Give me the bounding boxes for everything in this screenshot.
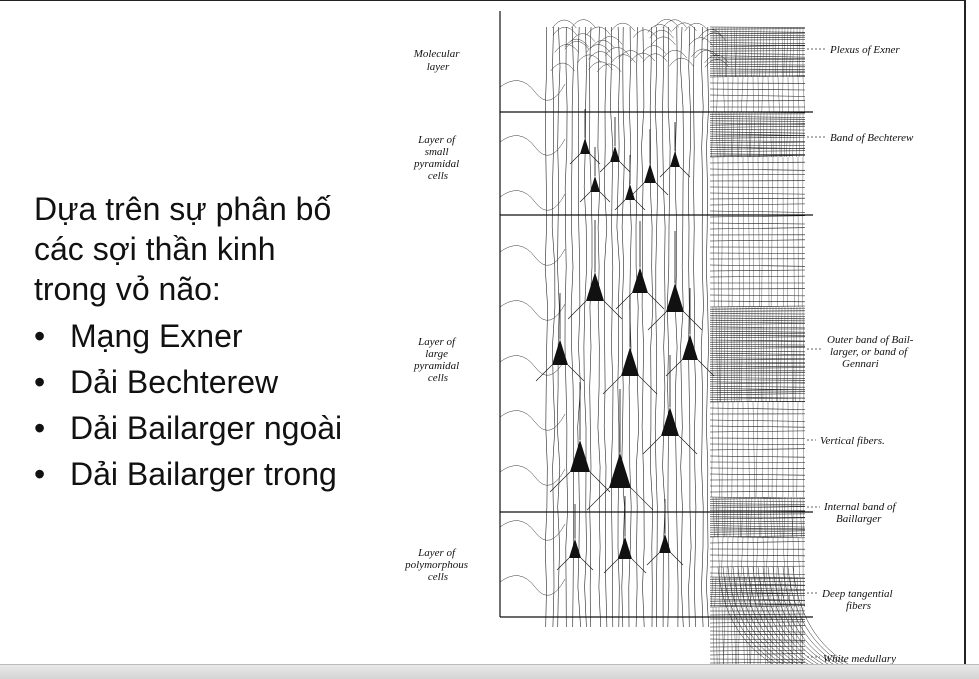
left-label-molecular: Molecular layer xyxy=(413,48,463,73)
label-leaders xyxy=(807,49,826,657)
right-label-outer-bailarger: Outer band of Bail- larger, or band of G… xyxy=(827,334,916,370)
bullet-icon: • xyxy=(34,359,45,405)
bullet-item: • Dải Bechterew xyxy=(34,359,394,405)
slide-text: Dựa trên sự phân bố các sợi thần kinh tr… xyxy=(34,189,394,497)
left-label-large-pyramidal: Layer of large pyramidal cells xyxy=(413,336,462,384)
bullet-text: Dải Bailarger ngoài xyxy=(70,410,342,446)
bullet-icon: • xyxy=(34,313,45,359)
bullet-item: • Mạng Exner xyxy=(34,313,394,359)
right-label-deep-tangential: Deep tangential fibers xyxy=(821,588,895,612)
right-label-vertical-fibers: Vertical fibers. xyxy=(820,435,885,447)
bullet-text: Mạng Exner xyxy=(70,318,243,354)
cortex-fiber-diagram: Molecular layer Layer of small pyramidal… xyxy=(380,7,962,665)
bullet-text: Dải Bechterew xyxy=(70,364,278,400)
right-label-internal-bailarger: Internal band of Baillarger xyxy=(823,501,898,525)
bullet-item: • Dải Bailarger trong xyxy=(34,451,394,497)
right-label-band-bechterew: Band of Bechterew xyxy=(830,132,914,144)
right-label-plexus-exner: Plexus of Exner xyxy=(829,44,900,56)
fiber-texture xyxy=(500,19,853,665)
neuron-bodies xyxy=(536,109,714,573)
left-label-polymorphous: Layer of polymorphous cells xyxy=(404,547,471,583)
window-bottom-bar xyxy=(0,664,979,679)
bullet-text: Dải Bailarger trong xyxy=(70,456,337,492)
bullet-icon: • xyxy=(34,451,45,497)
slide: Dựa trên sự phân bố các sợi thần kinh tr… xyxy=(0,0,966,664)
intro-line: các sợi thần kinh xyxy=(34,231,276,267)
bullet-icon: • xyxy=(34,405,45,451)
bullet-list: • Mạng Exner • Dải Bechterew • Dải Bailarge… xyxy=(34,313,394,497)
intro-text: Dựa trên sự phân bố các sợi thần kinh tr… xyxy=(34,189,394,309)
intro-line: Dựa trên sự phân bố xyxy=(34,191,331,227)
intro-line: trong vỏ não: xyxy=(34,271,221,307)
bullet-item: • Dải Bailarger ngoài xyxy=(34,405,394,451)
left-label-small-pyramidal: Layer of small pyramidal cells xyxy=(413,134,462,182)
